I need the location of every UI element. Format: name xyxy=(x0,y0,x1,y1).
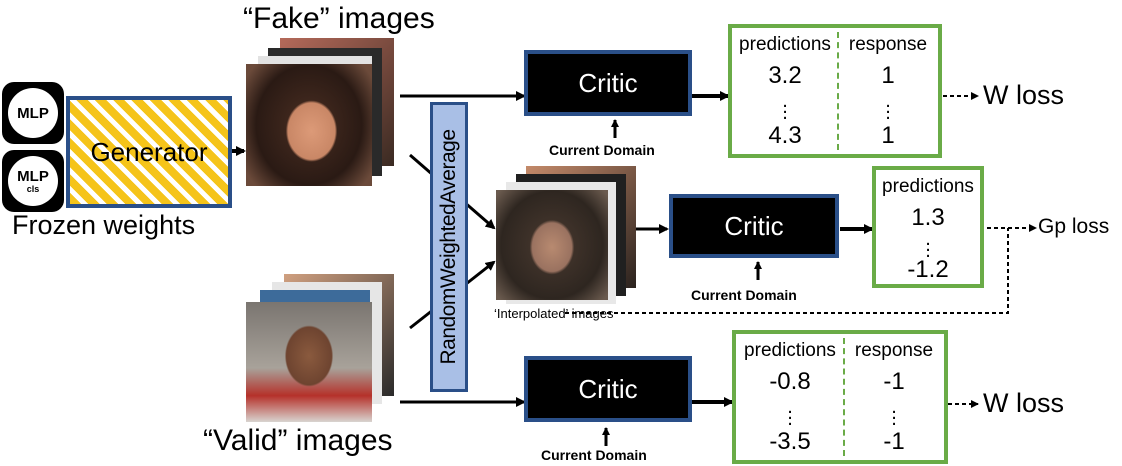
valid-response-ellipsis: ... xyxy=(891,396,897,430)
valid-image-stack xyxy=(246,274,396,424)
valid-response-first: -1 xyxy=(883,368,905,395)
fake-predictions-ellipsis: ... xyxy=(782,90,788,124)
mlp-cls-label: MLP xyxy=(17,167,49,185)
w-loss-top-label: W loss xyxy=(983,80,1064,110)
valid-predictions-column: predictions -0.8 ... -3.5 xyxy=(736,334,844,460)
fake-response-ellipsis: ... xyxy=(885,90,891,124)
critic-valid-label: Critic xyxy=(578,373,638,404)
gp-loss-label: Gp loss xyxy=(1038,215,1110,238)
gp-predictions-header: predictions xyxy=(882,176,974,197)
valid-response-last: -1 xyxy=(883,428,905,455)
fake-response-last: 1 xyxy=(881,122,895,149)
gp-prediction-last: -1.2 xyxy=(907,256,949,283)
fake-prediction-first: 3.2 xyxy=(768,62,802,89)
critic-fake-label: Critic xyxy=(578,67,638,98)
fake-predictions-column: predictions 3.2 ... 4.3 xyxy=(732,28,838,154)
valid-predictions-header: predictions xyxy=(744,340,836,361)
valid-output-box: predictions -0.8 ... -3.5 response -1 ..… xyxy=(732,330,948,464)
mlp-label: MLP xyxy=(17,104,49,122)
valid-face-image xyxy=(246,302,372,422)
current-domain-label-1: Current Domain xyxy=(549,142,655,158)
w-loss-bottom-label: W loss xyxy=(983,388,1064,418)
fake-image-stack xyxy=(246,38,396,188)
fake-prediction-last: 4.3 xyxy=(768,122,802,149)
fake-predictions-header: predictions xyxy=(739,34,831,55)
fake-output-box: predictions 3.2 ... 4.3 response 1 ... 1 xyxy=(728,24,942,158)
mlp-block: MLP xyxy=(2,82,64,144)
current-domain-label-2: Current Domain xyxy=(691,287,797,303)
mlp-cls-block: MLP cls xyxy=(2,150,64,212)
fake-face-image xyxy=(246,64,372,186)
gp-output-box: predictions 1.3 ... -1.2 xyxy=(872,166,984,288)
valid-output-divider xyxy=(843,338,845,456)
frozen-weights-label: Frozen weights xyxy=(12,210,196,240)
valid-response-header: response xyxy=(854,340,934,361)
fake-response-first: 1 xyxy=(881,62,895,89)
valid-response-column: response -1 ... -1 xyxy=(844,334,944,460)
gp-predictions-ellipsis: ... xyxy=(925,228,931,262)
fake-images-label: “Fake” images xyxy=(243,2,435,35)
gp-predictions-column: predictions 1.3 ... -1.2 xyxy=(876,170,980,284)
generator-block: Generator xyxy=(66,96,232,208)
dashed-interp-to-gploss xyxy=(565,228,1009,314)
mlp-cls-sub: cls xyxy=(26,183,40,194)
fake-response-header: response xyxy=(848,34,928,55)
current-domain-label-3: Current Domain xyxy=(541,447,647,463)
interpolated-face-image xyxy=(496,190,608,300)
fake-output-divider xyxy=(837,32,839,150)
random-weighted-average-block: RandomWeightedAverage xyxy=(430,102,468,392)
valid-prediction-last: -3.5 xyxy=(769,428,811,455)
critic-fake: Critic xyxy=(524,50,692,116)
valid-images-label: “Valid” images xyxy=(203,424,393,457)
mlp-circle: MLP xyxy=(8,88,58,138)
critic-interpolated-label: Critic xyxy=(724,210,784,241)
random-weighted-average-label: RandomWeightedAverage xyxy=(437,129,460,365)
valid-predictions-ellipsis: ... xyxy=(787,396,793,430)
interpolated-images-label: ‘Interpolated’ images xyxy=(494,306,614,321)
critic-interpolated: Critic xyxy=(669,194,839,258)
fake-response-column: response 1 ... 1 xyxy=(838,28,938,154)
critic-valid: Critic xyxy=(524,356,692,422)
interpolated-image-stack xyxy=(496,166,636,304)
gp-prediction-first: 1.3 xyxy=(911,204,945,231)
mlp-cls-circle: MLP cls xyxy=(8,156,58,206)
generator-label: Generator xyxy=(90,136,208,167)
valid-prediction-first: -0.8 xyxy=(769,368,811,395)
